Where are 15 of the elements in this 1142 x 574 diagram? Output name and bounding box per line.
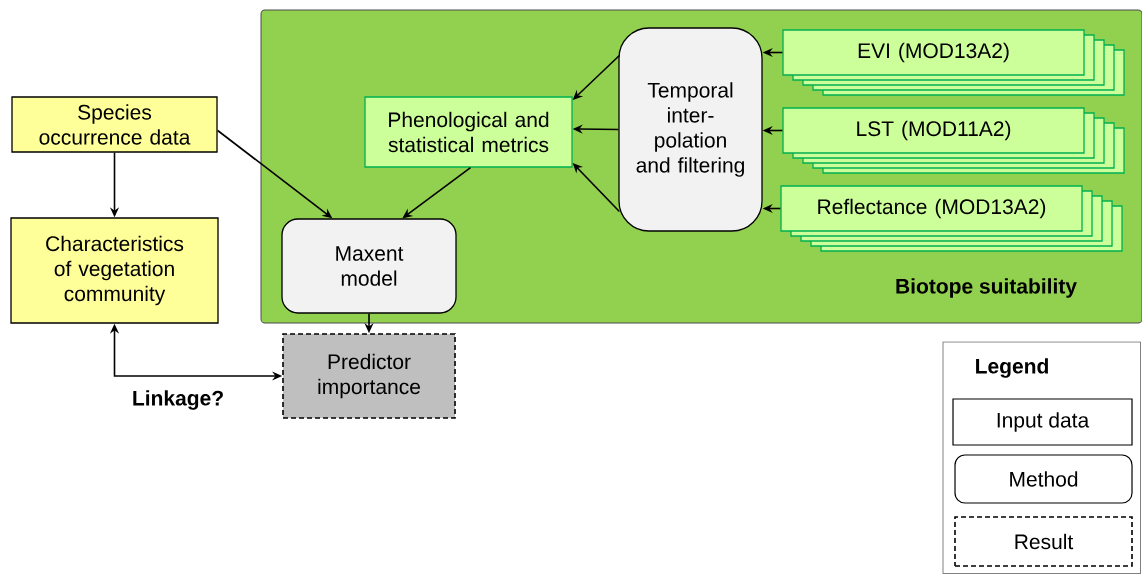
stacked-data-box: Reflectance (MOD13A2) [780, 185, 1123, 252]
data-box: Phenological and statistical metrics [364, 96, 573, 168]
panel-heading: Biotope suitability [896, 278, 1077, 298]
stacked-data-box: LST (MOD11A2) [782, 107, 1125, 174]
input-data-box: Characteristics of vegetation community [10, 217, 219, 324]
result-box: Predictor importance [282, 333, 456, 419]
legend-item: Method [954, 454, 1133, 504]
edge-label: Linkage? [129, 388, 227, 412]
stacked-data-box: EVI (MOD13A2) [782, 29, 1125, 96]
input-data-box: Species occurrence data [11, 96, 218, 153]
legend-item: Result [954, 516, 1133, 567]
method-box: Maxent model [281, 218, 457, 314]
method-box: Temporal inter-polation and filtering [618, 27, 763, 232]
legend-title: Legend [976, 358, 1048, 378]
legend-item: Input data [952, 398, 1133, 446]
